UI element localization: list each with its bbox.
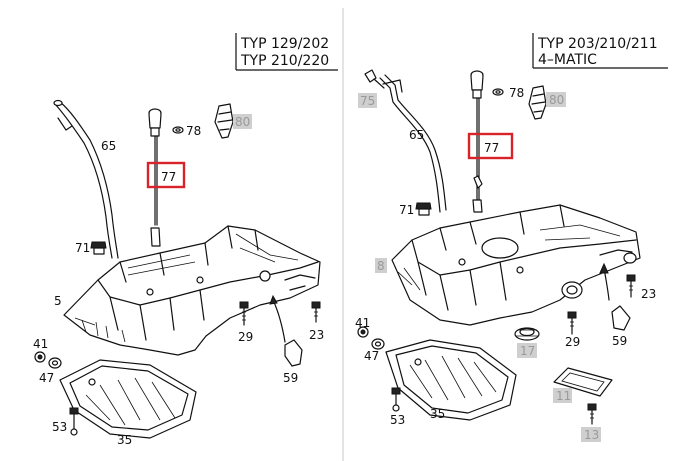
plug-41-right — [357, 326, 369, 338]
label-29-right: 29 — [565, 335, 580, 349]
bolt-29-right — [567, 311, 577, 335]
seal-ring — [172, 126, 184, 134]
label-47: 47 — [39, 371, 54, 385]
drain-plug-71-right — [415, 202, 432, 216]
label-80: 80 — [235, 115, 250, 129]
seal-17 — [514, 327, 540, 341]
label-41-right: 41 — [355, 316, 370, 330]
label-11: 11 — [556, 389, 571, 403]
label-59-right: 59 — [612, 334, 627, 348]
washer-47 — [48, 357, 62, 369]
plug-41 — [34, 351, 46, 363]
label-47-right: 47 — [364, 349, 379, 363]
label-29: 29 — [238, 330, 253, 344]
left-header-line1: TYP 129/202 — [240, 36, 329, 52]
gasket-plate-11 — [553, 367, 613, 397]
grey-box-8 — [375, 258, 387, 273]
lower-oil-pan-right — [385, 339, 517, 421]
label-41: 41 — [33, 337, 48, 351]
grey-box-80-right — [546, 92, 566, 107]
oil-level-sensor — [214, 103, 234, 139]
dipstick-guide-tube — [53, 99, 119, 259]
right-panel: TYP 203/210/211 4–MATIC 75 65 77 — [355, 33, 668, 442]
right-header-line2: 4–MATIC — [538, 52, 597, 68]
upper-oil-pan-right — [391, 204, 641, 326]
label-35: 35 — [117, 433, 132, 447]
right-header-line1: TYP 203/210/211 — [537, 36, 658, 52]
label-35-right: 35 — [430, 407, 445, 421]
drain-plug-71 — [90, 241, 107, 255]
cover-59 — [269, 294, 303, 367]
highlight-box-77 — [146, 161, 186, 189]
label-17: 17 — [520, 344, 535, 358]
washer-47-right — [371, 338, 385, 350]
label-13: 13 — [584, 428, 599, 442]
label-80-right: 80 — [549, 93, 564, 107]
bolt-53-right — [391, 387, 401, 412]
label-78-right: 78 — [509, 86, 524, 100]
bolt-23 — [311, 301, 321, 323]
label-23: 23 — [309, 328, 324, 342]
label-77: 77 — [161, 170, 176, 184]
label-5: 5 — [54, 294, 62, 308]
upper-oil-pan — [63, 225, 321, 356]
cover-59-right — [599, 262, 631, 331]
label-59: 59 — [283, 371, 298, 385]
grey-box-80 — [233, 114, 252, 129]
bolt-75 — [364, 69, 385, 89]
dipstick-right — [470, 70, 484, 213]
label-65: 65 — [101, 139, 116, 153]
grey-box-11 — [553, 388, 572, 403]
lower-oil-pan — [59, 359, 197, 439]
label-8: 8 — [377, 259, 385, 273]
right-header: TYP 203/210/211 4–MATIC — [532, 33, 668, 69]
label-65-right: 65 — [409, 128, 424, 142]
bolt-53 — [69, 407, 79, 436]
bolt-23-right — [626, 274, 636, 298]
label-53: 53 — [52, 420, 67, 434]
label-23-right: 23 — [641, 287, 656, 301]
dipstick-guide-tube-right — [379, 74, 447, 213]
left-header: TYP 129/202 TYP 210/220 — [235, 33, 338, 71]
grey-box-75 — [358, 93, 377, 108]
label-71: 71 — [75, 241, 90, 255]
label-77-right: 77 — [484, 141, 499, 155]
grey-box-17 — [517, 343, 537, 358]
label-71-right: 71 — [399, 203, 414, 217]
label-53-right: 53 — [390, 413, 405, 427]
left-header-line2: TYP 210/220 — [240, 53, 329, 69]
oil-level-sensor-right — [528, 85, 547, 120]
label-78: 78 — [186, 124, 201, 138]
dipstick — [148, 108, 162, 247]
highlight-box-77-right — [467, 132, 514, 160]
bolt-29 — [239, 301, 249, 326]
left-panel: TYP 129/202 TYP 210/220 65 77 78 — [33, 33, 338, 447]
bolt-13 — [587, 403, 597, 425]
label-75: 75 — [360, 94, 375, 108]
grey-box-13 — [581, 427, 601, 442]
seal-ring-right — [492, 88, 504, 96]
